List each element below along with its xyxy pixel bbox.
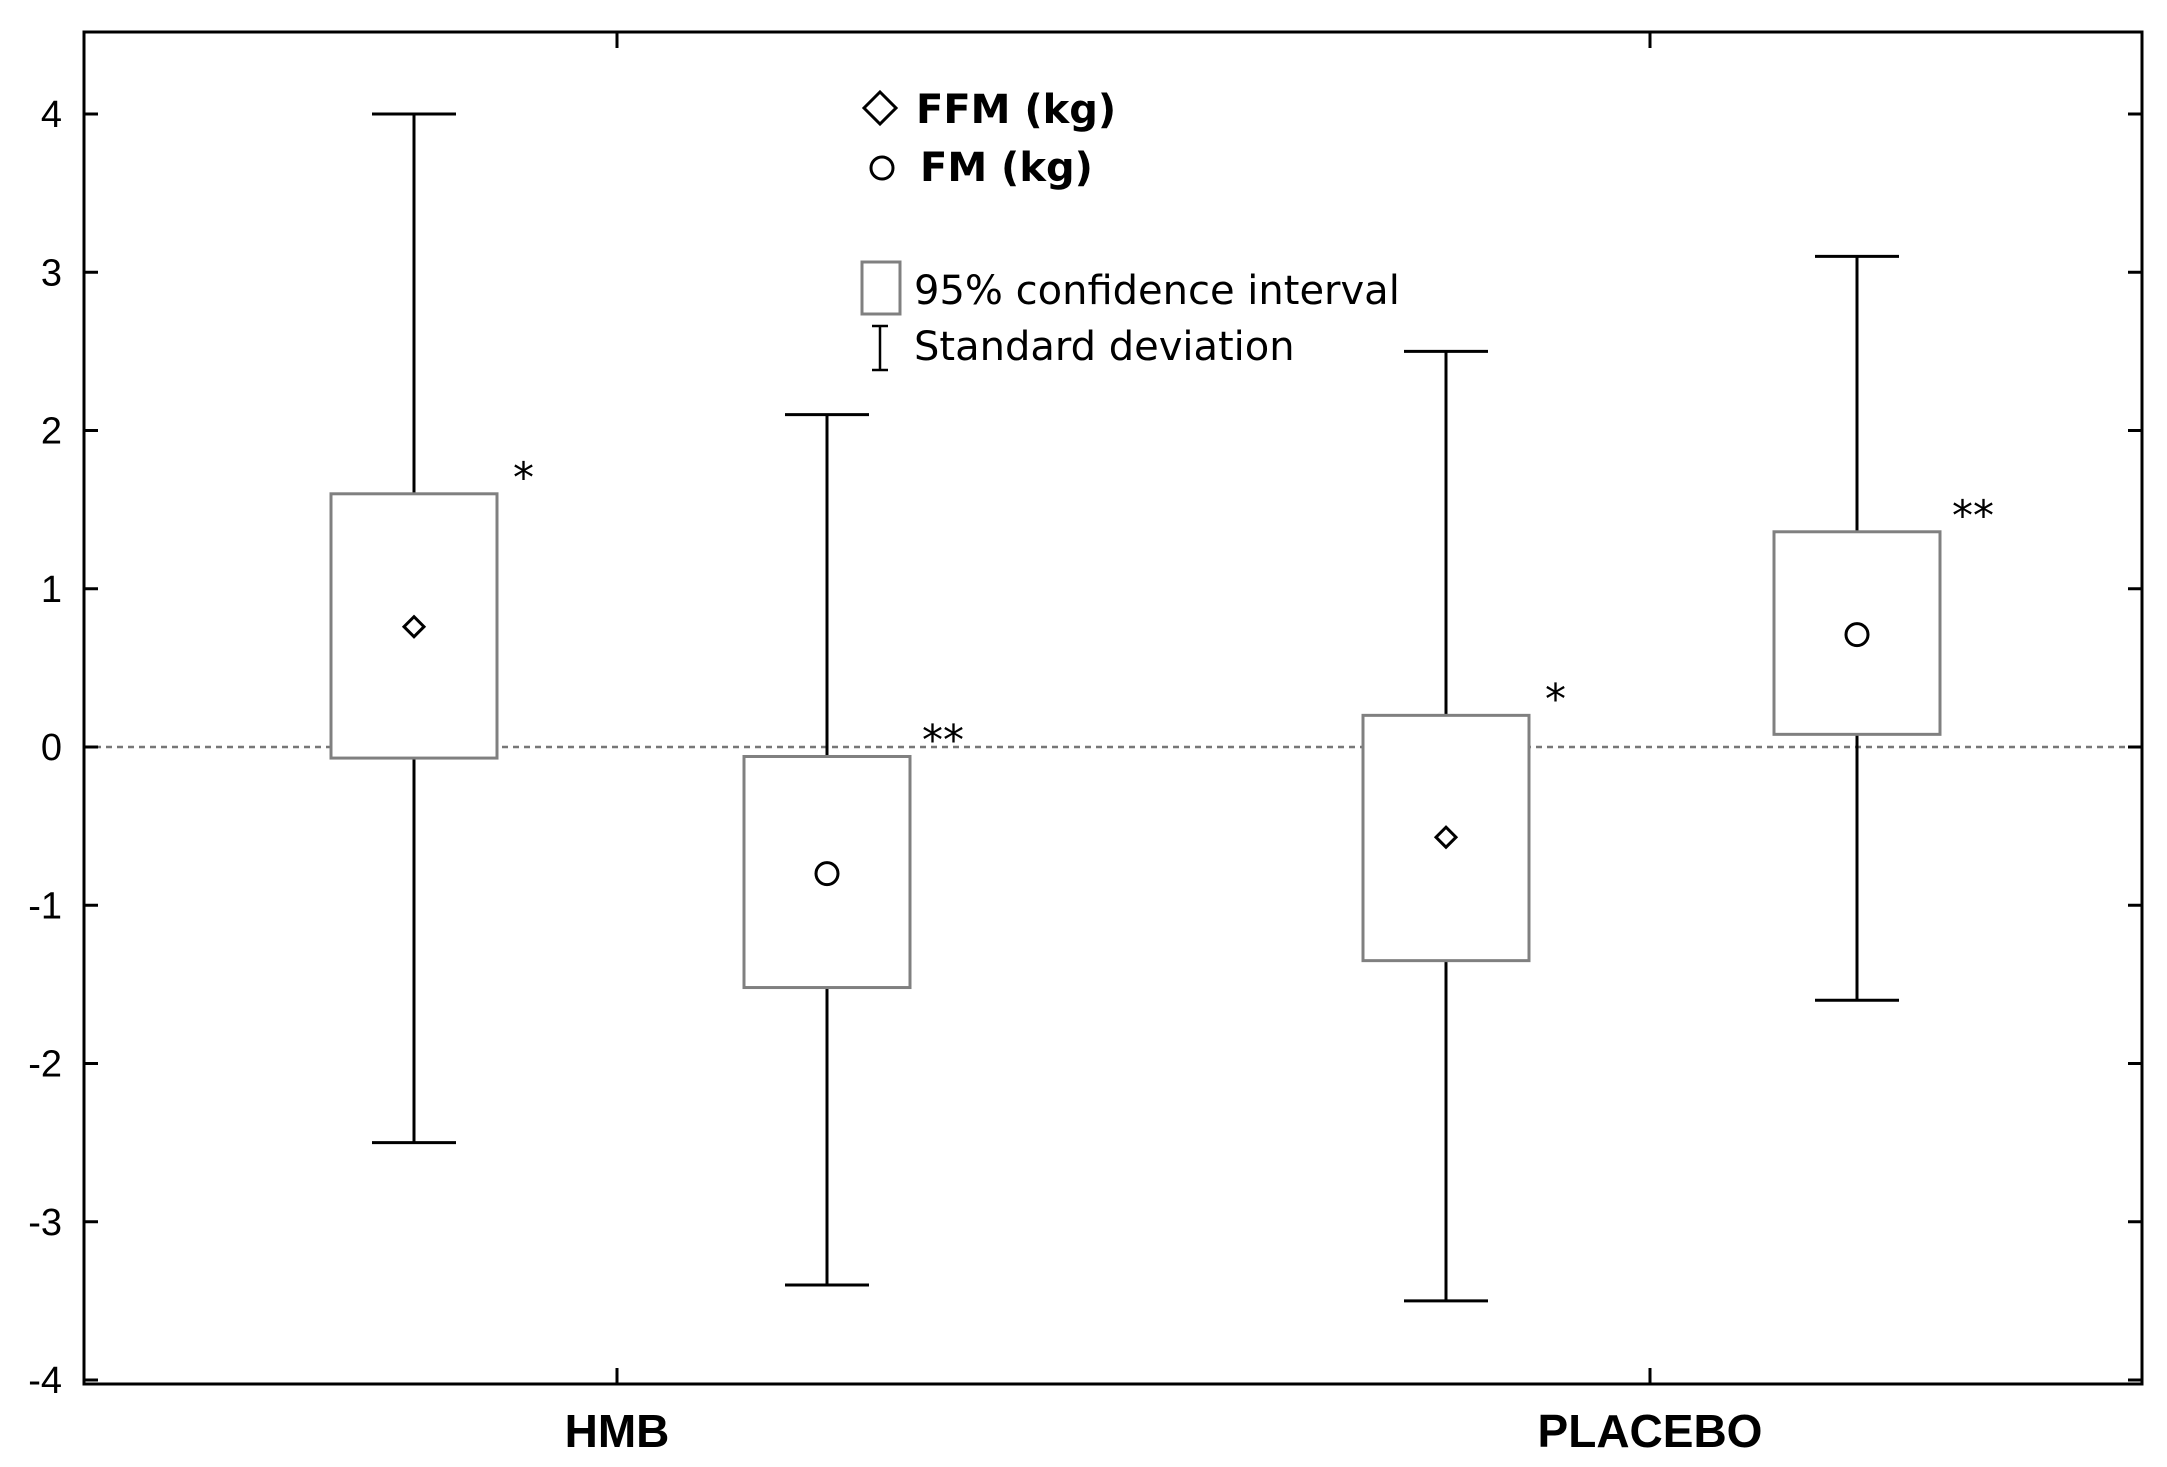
box-placebo-ffm: * (1361, 349, 1566, 1303)
mean-circle-marker (1844, 622, 1870, 648)
significance-annotation: * (1545, 674, 1566, 723)
category-label-hmb: HMB (565, 1405, 670, 1457)
y-tick-label: -1 (28, 885, 62, 927)
box-hmb-ffm: * (329, 112, 534, 1145)
legend-diamond-icon (861, 89, 899, 127)
box-placebo-fm: ** (1772, 254, 1994, 1002)
y-tick-label: 0 (41, 727, 62, 769)
x-axis: HMB PLACEBO (565, 32, 1763, 1457)
mean-circle-marker (814, 861, 840, 887)
legend-ci: 95% confidence interval (914, 268, 1400, 314)
box-plots: ****** (329, 112, 1994, 1303)
y-tick-label: -2 (28, 1044, 62, 1086)
mean-diamond-marker (1433, 825, 1459, 850)
significance-annotation: ** (1952, 491, 1994, 540)
legend-ci-box-icon (860, 260, 902, 316)
y-tick-label: 2 (41, 411, 62, 453)
y-tick-label: 3 (41, 252, 62, 294)
y-tick-label: -4 (28, 1360, 62, 1402)
significance-annotation: ** (922, 715, 964, 764)
y-tick-label: 1 (41, 569, 62, 611)
legend-sd-icon (872, 324, 888, 372)
y-tick-label: -3 (28, 1202, 62, 1244)
y-tick-label: 4 (41, 94, 62, 136)
legend-fm: FM (kg) (920, 145, 1093, 191)
significance-annotation: * (513, 453, 534, 502)
category-label-placebo: PLACEBO (1538, 1405, 1763, 1457)
plot-frame (82, 30, 2144, 1386)
legend-sd: Standard deviation (914, 324, 1295, 370)
legend: FFM (kg) FM (kg) 95% confidence interval… (860, 87, 1400, 372)
y-axis: 4 3 2 1 0 -1 -2 -3 -4 (28, 94, 2142, 1402)
legend-circle-icon (869, 155, 895, 181)
mean-diamond-marker (401, 614, 427, 639)
box-hmb-fm: ** (742, 413, 964, 1287)
legend-ffm: FFM (kg) (916, 87, 1116, 133)
